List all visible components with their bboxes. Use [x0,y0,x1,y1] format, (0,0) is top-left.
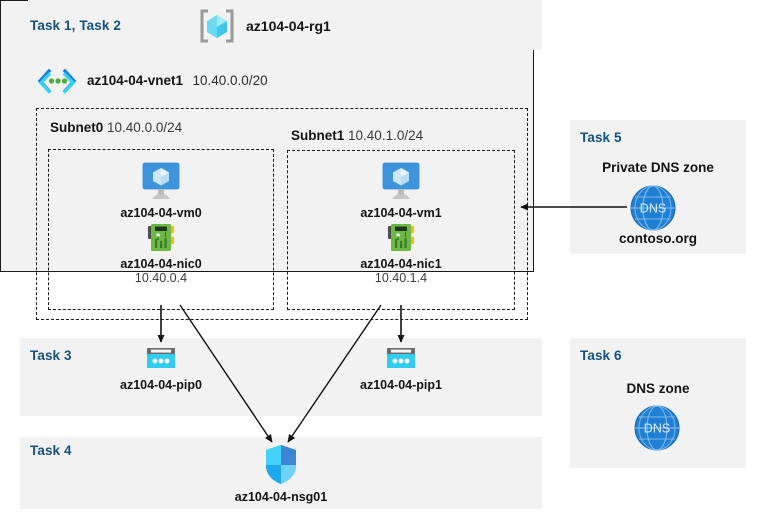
vm1-name: az104-04-vm1 [360,206,442,220]
private-dns-zone-title: Private DNS zone [602,160,714,175]
subnet1-cidr: 10.40.1.0/24 [348,128,424,143]
task-label-task5: Task 5 [580,130,622,145]
virtual-machine-icon [136,161,186,203]
nsg-node: az104-04-nsg01 [221,443,341,504]
subnet1-label: Subnet1 10.40.1.0/24 [291,128,423,143]
pip0-node: az104-04-pip0 [101,346,221,392]
virtual-network-icon [36,68,78,94]
dns-zone-icon: DNS [633,404,681,452]
task-label-task1-task2: Task 1, Task 2 [30,18,121,33]
nic1-node: az104-04-nic1 10.40.1.4 [341,221,461,285]
vnet-address-space: 10.40.0.0/20 [192,73,268,88]
public-ip-address-icon [143,346,179,374]
nic1-name: az104-04-nic1 [360,257,442,271]
subnet0-cidr: 10.40.0.0/24 [107,120,183,135]
private-dns-zone-name: contoso.org [619,231,697,246]
nic1-ip: 10.40.1.4 [374,271,428,285]
dns-icon-text: DNS [644,422,670,436]
subnet0-name: Subnet0 [50,120,104,135]
virtual-machine-icon [376,161,426,203]
network-interface-icon [382,221,420,255]
dns-zone-title: DNS zone [626,381,690,396]
nic0-name: az104-04-nic0 [120,257,202,271]
nic0-node: az104-04-nic0 10.40.0.4 [101,221,221,285]
task-label-task4: Task 4 [30,443,72,458]
resource-group-icon [198,8,236,44]
subnet0-label: Subnet0 10.40.0.0/24 [50,120,182,135]
vnet-name: az104-04-vnet1 [87,73,184,88]
network-security-group-icon [261,443,301,487]
nsg-name: az104-04-nsg01 [234,490,328,504]
dns-icon-text: DNS [640,202,666,216]
task-label-task3: Task 3 [30,348,72,363]
vm0-node: az104-04-vm0 [101,161,221,220]
private-dns-zone-icon: DNS [629,184,677,232]
vm0-name: az104-04-vm0 [120,206,202,220]
public-ip-address-icon [383,346,419,374]
pip1-node: az104-04-pip1 [341,346,461,392]
pip0-name: az104-04-pip0 [120,378,202,392]
network-interface-icon [142,221,180,255]
task-label-task6: Task 6 [580,348,622,363]
resource-group-name: az104-04-rg1 [246,18,331,34]
subnets-wrapper [36,108,528,320]
nic0-ip: 10.40.0.4 [134,271,188,285]
resource-group-header-panel [28,0,542,50]
task3-panel [20,338,542,416]
vm1-node: az104-04-vm1 [341,161,461,220]
resource-group-node: az104-04-rg1 [198,8,331,44]
vnet-header: az104-04-vnet1 10.40.0.0/20 [36,68,268,94]
subnet1-name: Subnet1 [291,128,345,143]
pip1-name: az104-04-pip1 [360,378,442,392]
